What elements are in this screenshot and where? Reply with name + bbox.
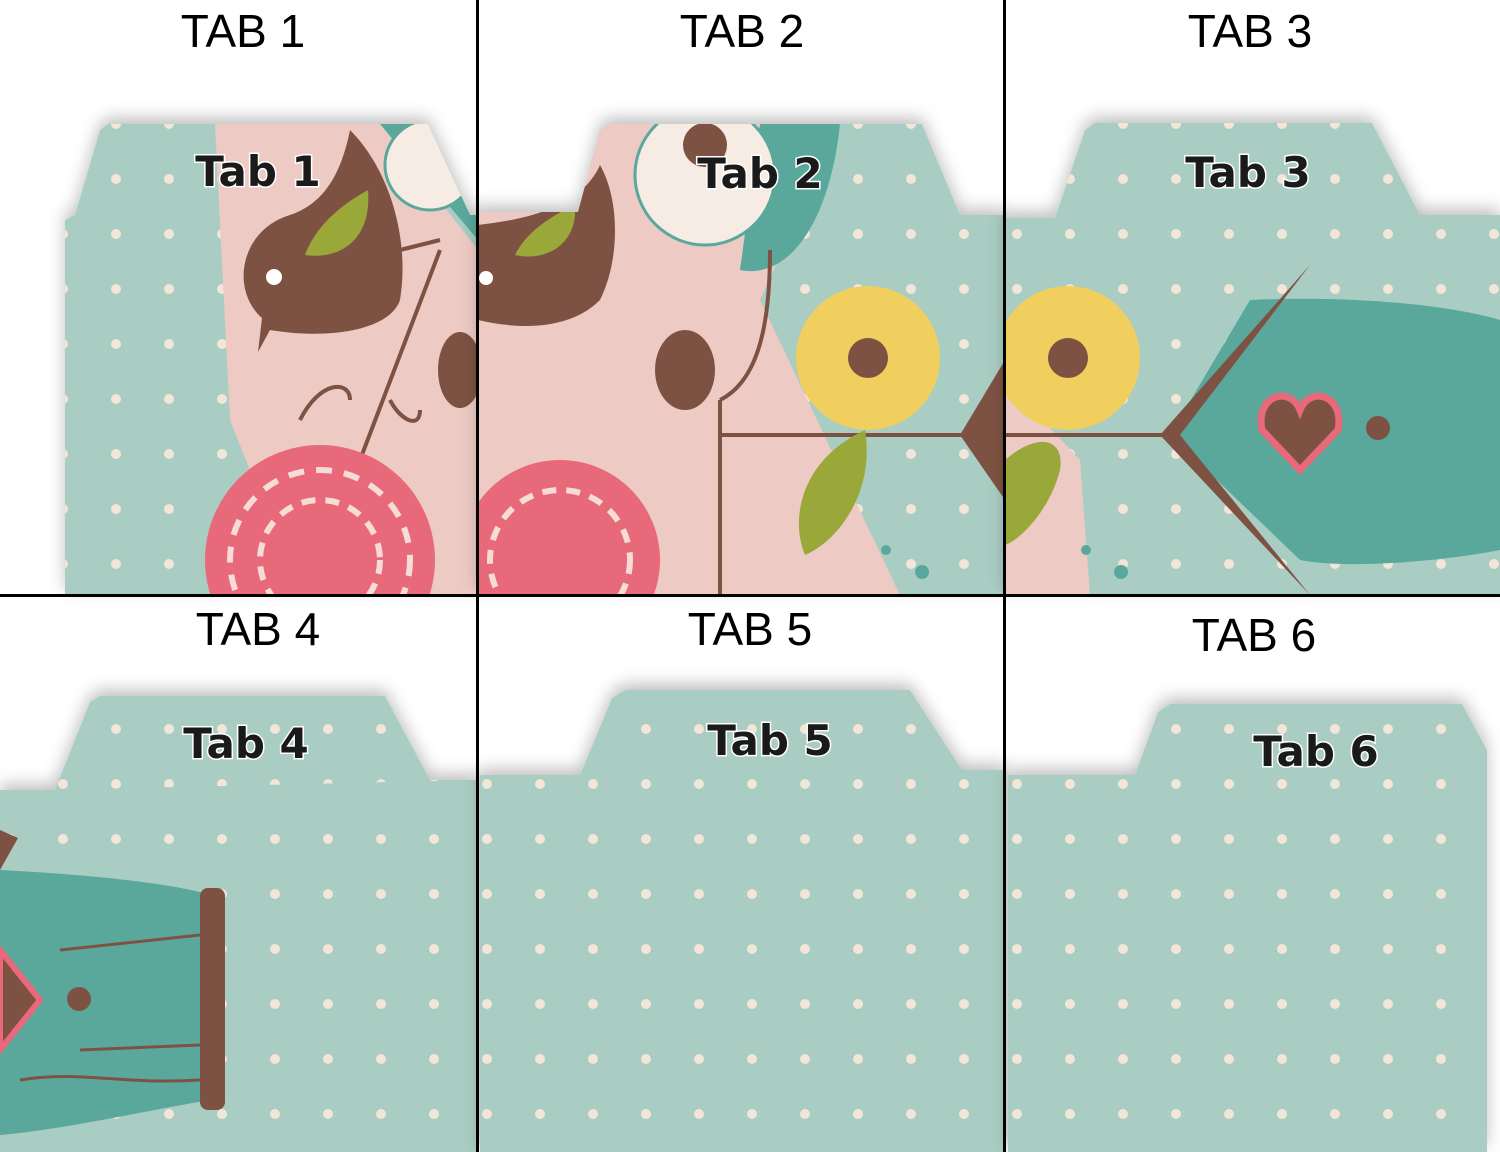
tab-label-5: Tab 5 <box>707 716 833 765</box>
flower-icon <box>383 124 477 212</box>
bird-icon <box>243 130 403 352</box>
heading-tab-6: TAB 6 <box>1191 609 1317 661</box>
heading-tab-2: TAB 2 <box>679 5 805 57</box>
tab-card-4: Tab 4 <box>0 696 478 1152</box>
tab-card-1: Tab 1 <box>65 124 478 595</box>
tab-card-2: Tab 2 <box>478 124 1005 595</box>
pink-flower-icon <box>478 460 660 595</box>
heading-tab-4: TAB 4 <box>195 603 321 655</box>
tab-label-6: Tab 6 <box>1253 727 1379 776</box>
tab-label-3: Tab 3 <box>1185 148 1311 197</box>
tab-label-1: Tab 1 <box>195 147 321 196</box>
tab-card-6: Tab 6 <box>1008 704 1487 1152</box>
yellow-flower-icon <box>1005 286 1140 430</box>
arrow-tail-icon <box>0 830 225 1135</box>
tab-label-2: Tab 2 <box>697 149 823 198</box>
heading-tab-3: TAB 3 <box>1187 5 1313 57</box>
daisy-icon <box>633 124 777 247</box>
heart-icon <box>1257 392 1343 476</box>
tab-card-3: Tab 3 <box>1005 123 1500 595</box>
tab-card-5: Tab 5 <box>480 690 1005 1152</box>
arrow-icon <box>1160 265 1500 595</box>
heading-tab-5: TAB 5 <box>687 603 813 655</box>
bird-icon <box>478 165 615 326</box>
pink-flower-icon <box>205 445 435 595</box>
tab-label-4: Tab 4 <box>183 719 309 768</box>
yellow-flower-icon <box>796 286 940 430</box>
heading-tab-1: TAB 1 <box>180 5 306 57</box>
